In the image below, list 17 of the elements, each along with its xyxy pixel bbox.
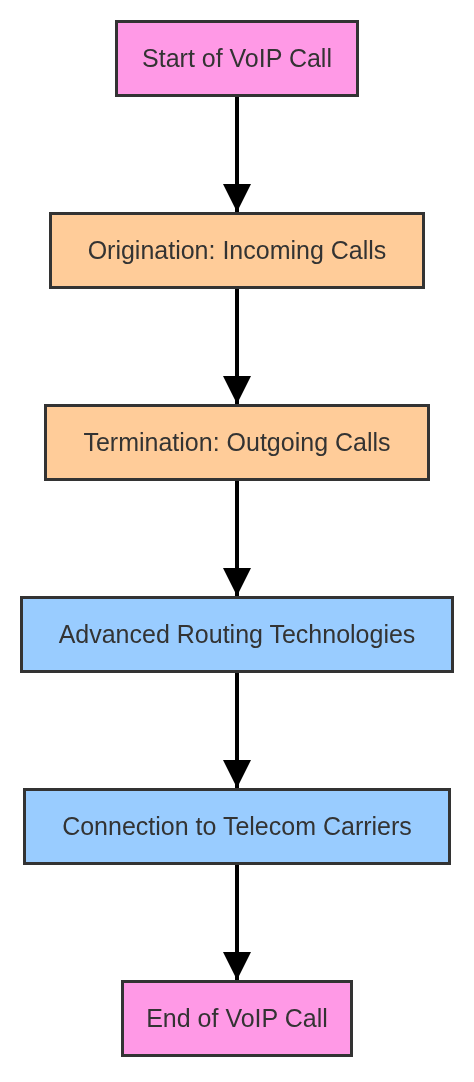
process-box	[49, 212, 425, 289]
arrow	[223, 481, 251, 596]
box-label: Start of VoIP Call	[142, 44, 332, 73]
process-box	[20, 596, 454, 673]
box-label: Advanced Routing Technologies	[58, 620, 416, 649]
arrow	[223, 673, 251, 788]
box-label: End of VoIP Call	[146, 1004, 328, 1033]
process-box	[44, 404, 430, 481]
box-label: Origination: Incoming Calls	[87, 236, 387, 265]
arrow	[223, 97, 251, 212]
arrow	[223, 865, 251, 980]
process-box	[121, 980, 353, 1057]
process-box	[115, 20, 359, 97]
arrow	[223, 289, 251, 404]
process-box	[23, 788, 451, 865]
box-label: Termination: Outgoing Calls	[83, 428, 391, 457]
box-label: Connection to Telecom Carriers	[62, 812, 412, 841]
